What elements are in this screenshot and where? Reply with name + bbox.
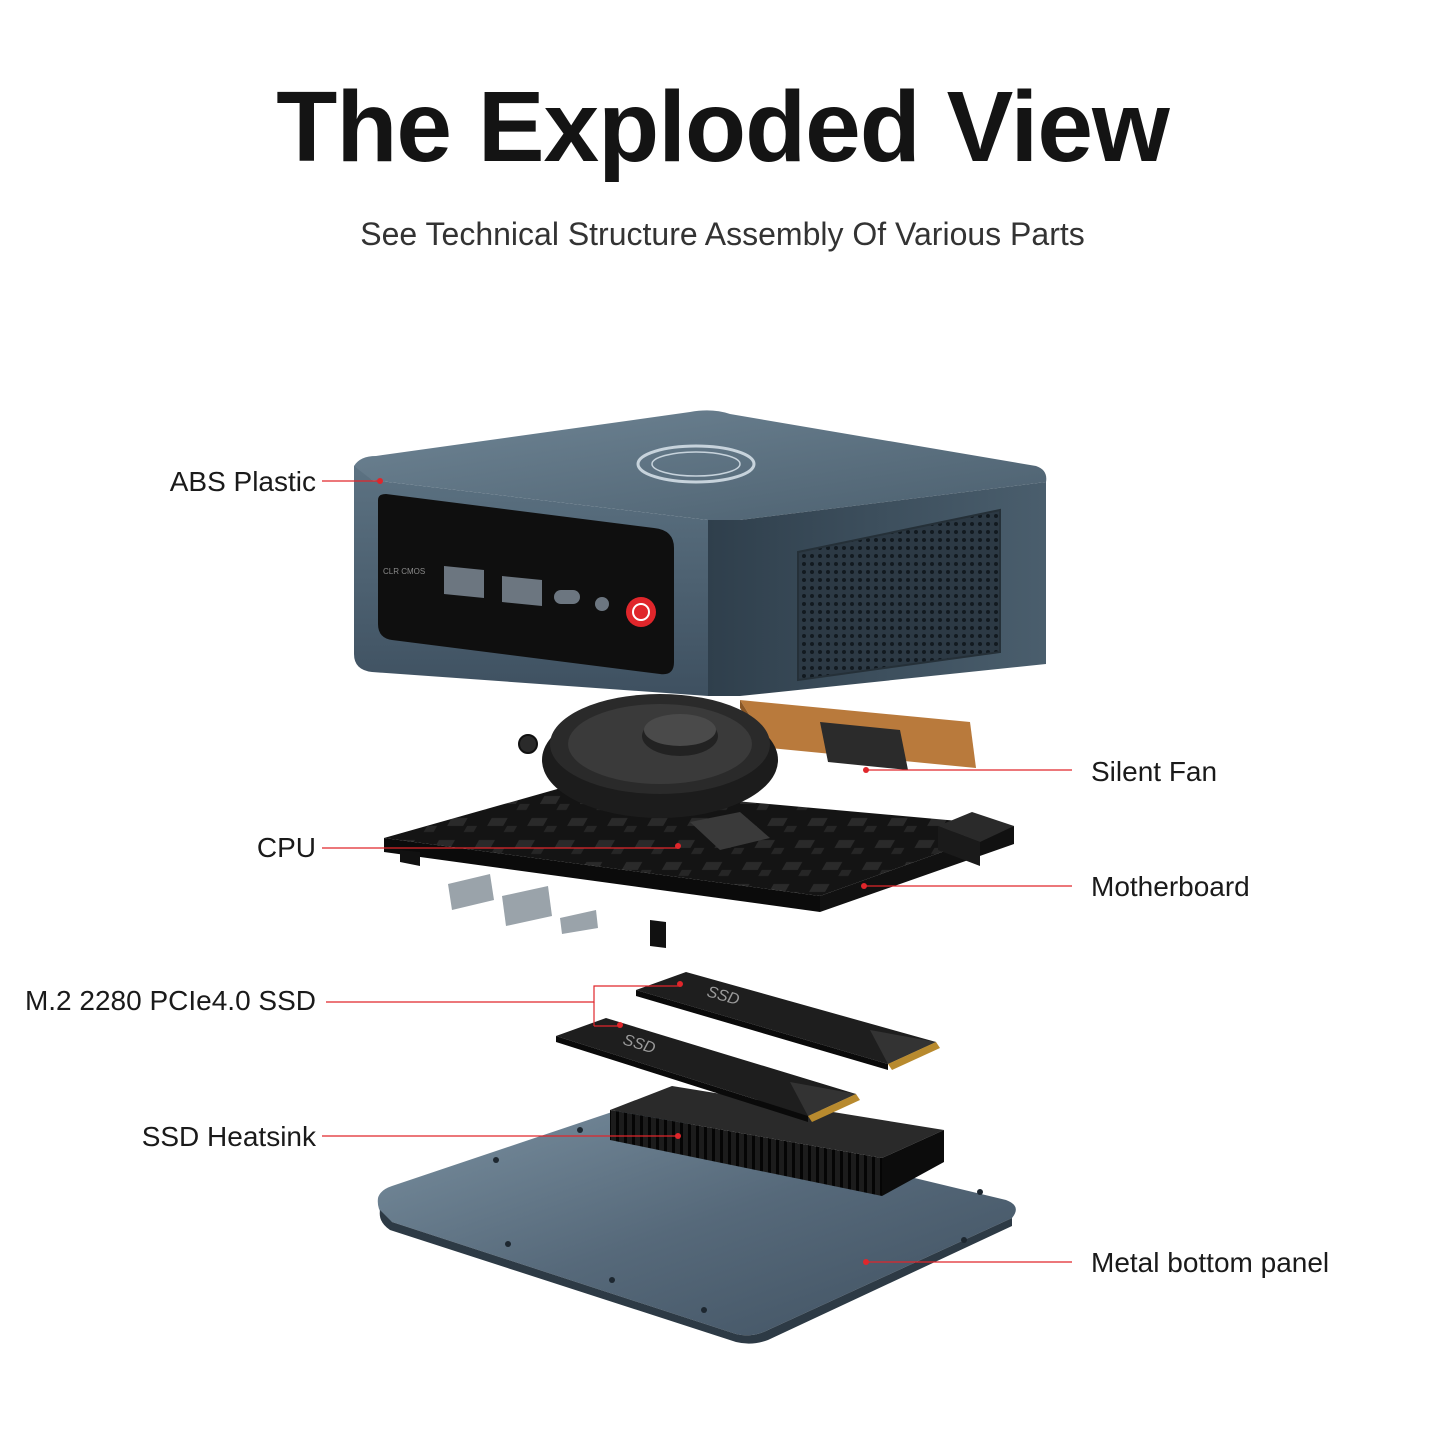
label-abs-plastic: ABS Plastic <box>169 466 316 497</box>
page-subtitle: See Technical Structure Assembly Of Vari… <box>360 216 1085 252</box>
label-metal-bottom-panel: Metal bottom panel <box>1091 1247 1330 1278</box>
usb-port-1 <box>444 566 484 598</box>
silent-fan <box>518 694 976 818</box>
audio-jack <box>595 597 609 611</box>
page-title: The Exploded View <box>276 71 1169 183</box>
ssd-bottom: SSD <box>556 1018 860 1122</box>
usb-c-port <box>554 590 580 604</box>
cpu-chip <box>690 812 770 850</box>
brand-seal <box>636 444 756 484</box>
vent-mesh <box>797 508 1001 682</box>
clr-cmos-marking: CLR CMOS <box>383 567 425 576</box>
label-cpu: CPU <box>256 832 316 863</box>
label-silent-fan: Silent Fan <box>1091 756 1218 787</box>
label-motherboard: Motherboard <box>1091 871 1250 902</box>
power-button <box>626 597 656 627</box>
motherboard <box>384 786 1014 948</box>
ssd-heatsink <box>610 1086 944 1196</box>
label-ssd: M.2 2280 PCIe4.0 SSD <box>24 985 316 1016</box>
top-case: CLR CMOS <box>354 410 1047 696</box>
label-ssd-heatsink: SSD Heatsink <box>141 1121 316 1152</box>
ssd-top: SSD <box>636 972 940 1070</box>
usb-port-2 <box>502 576 542 606</box>
callout-lines <box>322 480 1072 1263</box>
callout-dots <box>675 1133 869 1265</box>
